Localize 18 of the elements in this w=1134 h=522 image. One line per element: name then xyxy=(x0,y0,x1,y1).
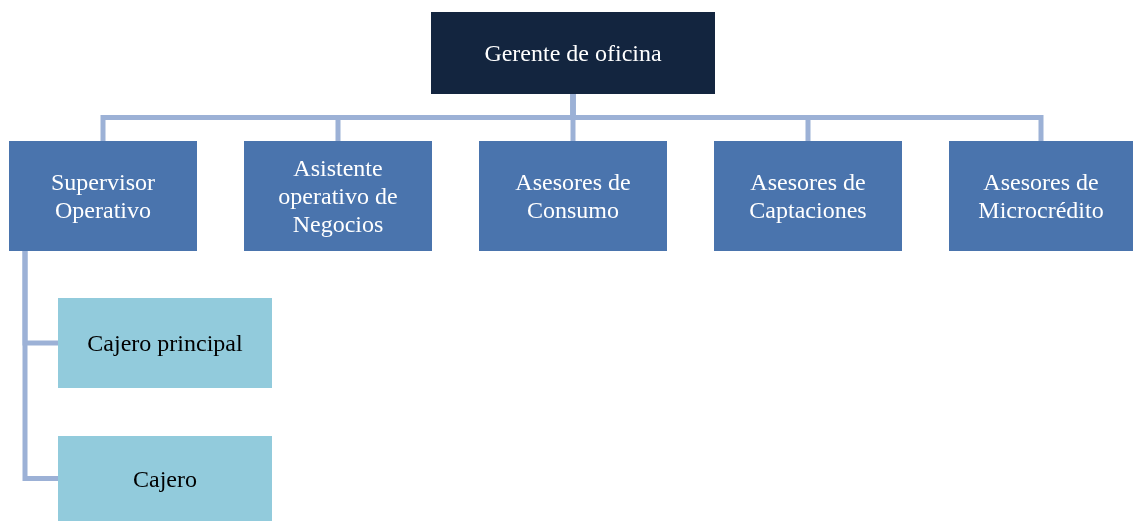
position-title: Supervisor Operativo xyxy=(50,168,156,224)
position-box xyxy=(58,298,272,388)
position-title: Cajero principal xyxy=(87,329,243,357)
position-title: Asistente operativo de Negocios xyxy=(277,154,399,238)
position-box xyxy=(9,141,197,251)
position-box xyxy=(479,141,667,251)
position-title: Cajero xyxy=(133,464,197,493)
position-box xyxy=(714,141,902,251)
position-title: Gerente de oficina xyxy=(484,39,662,67)
position-box xyxy=(244,141,432,251)
position-box xyxy=(58,436,272,521)
position-title: Asesores de Captaciones xyxy=(748,168,868,224)
position-box xyxy=(949,141,1133,251)
connector-line xyxy=(22,251,58,481)
position-box xyxy=(431,12,715,94)
position-title: Asesores de Consumo xyxy=(514,168,632,224)
position-title: Asesores de Microcrédito xyxy=(977,168,1105,224)
connector-line xyxy=(570,94,1044,141)
